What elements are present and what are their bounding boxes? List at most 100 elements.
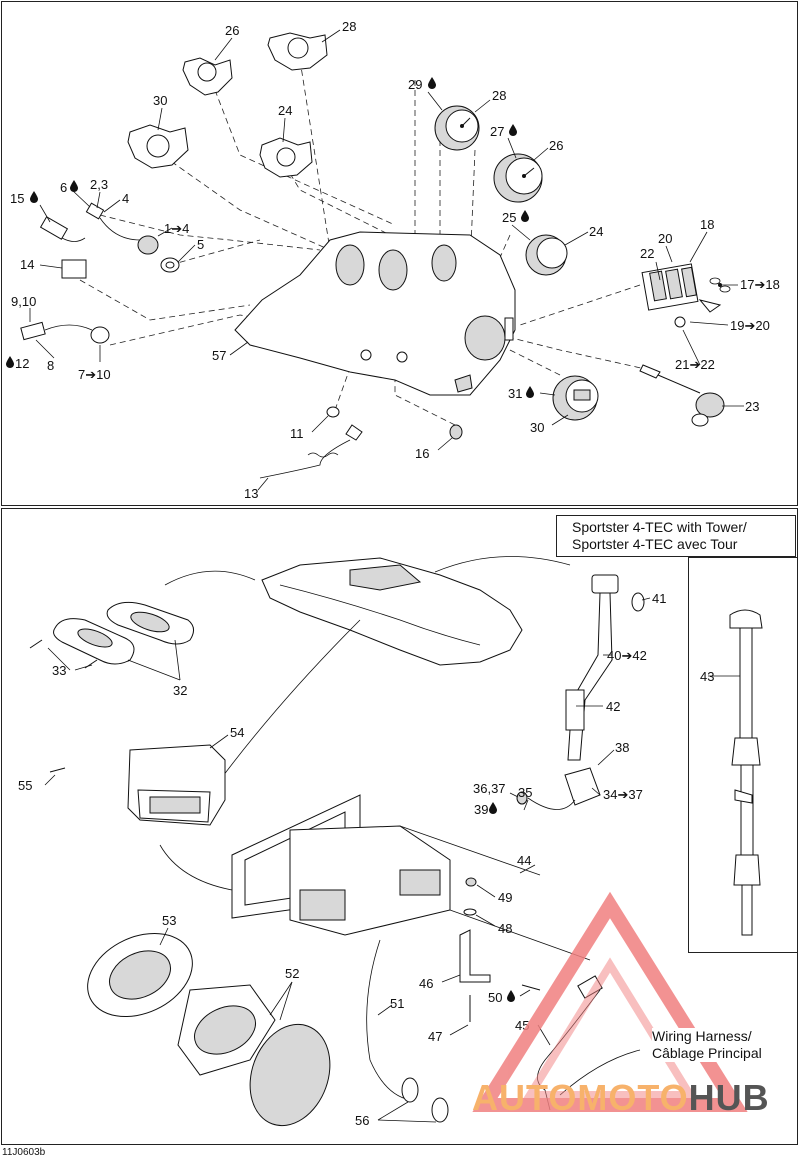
oil-drop-icon (509, 124, 517, 136)
callout-51: 51 (390, 996, 404, 1011)
bottom-callout-labels: 33 32 41 40➔42 42 43 54 55 38 36,37 35 3… (18, 591, 714, 1128)
callout-43: 43 (700, 669, 714, 684)
callout-18: 18 (700, 217, 714, 232)
callout-41: 41 (652, 591, 666, 606)
oil-drop-icon (526, 386, 534, 398)
callout-21-to-22: 21➔22 (675, 357, 715, 372)
callout-15: 15 (10, 191, 24, 206)
speaker-53 (87, 932, 331, 1127)
stereo-unit-44 (159, 794, 591, 961)
callout-23: 23 (745, 399, 759, 414)
gauge-speedometer-26 (493, 153, 543, 203)
top-callout-leaders (29, 29, 744, 491)
callout-25: 25 (502, 210, 516, 225)
bottom-callout-leaders (44, 597, 651, 1123)
callout-4: 4 (122, 191, 129, 206)
callout-28-gauge: 28 (492, 88, 506, 103)
wiring-harness-label: Wiring Harness/ Câblage Principal (652, 1028, 762, 1062)
callout-26-gauge: 26 (549, 138, 563, 153)
stereo-cover-54 (49, 744, 226, 826)
callout-30: 30 (153, 93, 167, 108)
callout-46: 46 (419, 976, 433, 991)
callout-20: 20 (658, 231, 672, 246)
oil-drop-icon (489, 802, 497, 814)
callout-13: 13 (244, 486, 258, 501)
watermark-text: AUTOMOTOHUB (472, 1077, 770, 1119)
callout-28: 28 (342, 19, 356, 34)
watermark-part1: AUTOMOTO (472, 1077, 689, 1118)
callout-1-to-4: 1➔4 (164, 221, 189, 236)
callout-36-37: 36,37 (473, 781, 506, 796)
callout-52: 52 (285, 966, 299, 981)
callout-9-10: 9,10 (11, 294, 36, 309)
callout-47: 47 (428, 1029, 442, 1044)
callout-34-to-37: 34➔37 (603, 787, 643, 802)
callout-32: 32 (173, 683, 187, 698)
harness-label-line1: Wiring Harness/ (652, 1028, 752, 1044)
inset-title: Sportster 4-TEC with Tower/ Sportster 4-… (556, 515, 796, 557)
gauge-24 (525, 234, 568, 276)
watermark-part2: HUB (688, 1077, 770, 1118)
callout-8: 8 (47, 358, 54, 373)
callout-6: 6 (60, 180, 67, 195)
harness-label-line2: Câblage Principal (652, 1045, 762, 1061)
callout-30-gauge: 30 (530, 420, 544, 435)
callout-22: 22 (640, 246, 654, 261)
gauge-30 (552, 375, 599, 421)
switch-panel-18-22 (639, 263, 725, 427)
oil-drop-icon (6, 356, 14, 368)
callout-26: 26 (225, 23, 239, 38)
callout-2-3: 2,3 (90, 177, 108, 192)
callout-12: 12 (15, 356, 29, 371)
callout-7-to-10: 7➔10 (78, 367, 111, 382)
oil-drop-icon (70, 180, 78, 192)
callout-31: 31 (508, 386, 522, 401)
gauge-bracket-28 (267, 32, 328, 71)
oil-drop-icon (428, 77, 436, 89)
cables-51-45 (366, 939, 641, 1123)
callout-42: 42 (606, 699, 620, 714)
callout-40-to-42: 40➔42 (607, 648, 647, 663)
callout-48: 48 (498, 921, 512, 936)
watercraft-hull (164, 556, 571, 781)
drawing-code: 11J0603b (2, 1147, 46, 1158)
callout-17-to-18: 17➔18 (740, 277, 780, 292)
top-callout-labels: 26 28 30 24 29 28 27 26 25 24 15 6 2,3 4… (10, 19, 780, 501)
callout-35: 35 (518, 785, 532, 800)
callout-5: 5 (197, 237, 204, 252)
inset-title-line2: Sportster 4-TEC avec Tour (572, 536, 738, 552)
dashboard-console-57 (234, 231, 516, 396)
callout-39: 39 (474, 802, 488, 817)
oil-drop-icon (521, 210, 529, 222)
callout-53: 53 (162, 913, 176, 928)
callout-55: 55 (18, 778, 32, 793)
callout-27: 27 (490, 124, 504, 139)
switch-parts-left (20, 202, 463, 479)
gauge-tachometer-28 (434, 105, 480, 151)
gauge-bracket-24 (259, 137, 313, 178)
callout-44: 44 (517, 853, 531, 868)
callout-24-gauge: 24 (589, 224, 603, 239)
callout-29: 29 (408, 77, 422, 92)
inset-title-line1: Sportster 4-TEC with Tower/ (572, 519, 747, 535)
oil-drop-icon (30, 191, 38, 203)
tower-inset-frame (688, 557, 798, 953)
callout-11: 11 (290, 426, 304, 441)
callout-14: 14 (20, 257, 34, 272)
callout-16: 16 (415, 446, 429, 461)
tower-light-43 (708, 609, 763, 936)
callout-49: 49 (498, 890, 512, 905)
callout-54: 54 (230, 725, 244, 740)
gauge-bracket-26 (182, 57, 233, 96)
mounting-plates-32 (29, 601, 194, 669)
oil-drop-icon (507, 990, 515, 1002)
callout-50: 50 (488, 990, 502, 1005)
watermark-logo (472, 891, 748, 1112)
callout-24: 24 (278, 103, 292, 118)
callout-57: 57 (212, 348, 226, 363)
callout-33: 33 (52, 663, 66, 678)
hardware-46-50 (459, 877, 541, 1022)
gauge-bracket-30 (127, 124, 189, 169)
callout-38: 38 (615, 740, 629, 755)
